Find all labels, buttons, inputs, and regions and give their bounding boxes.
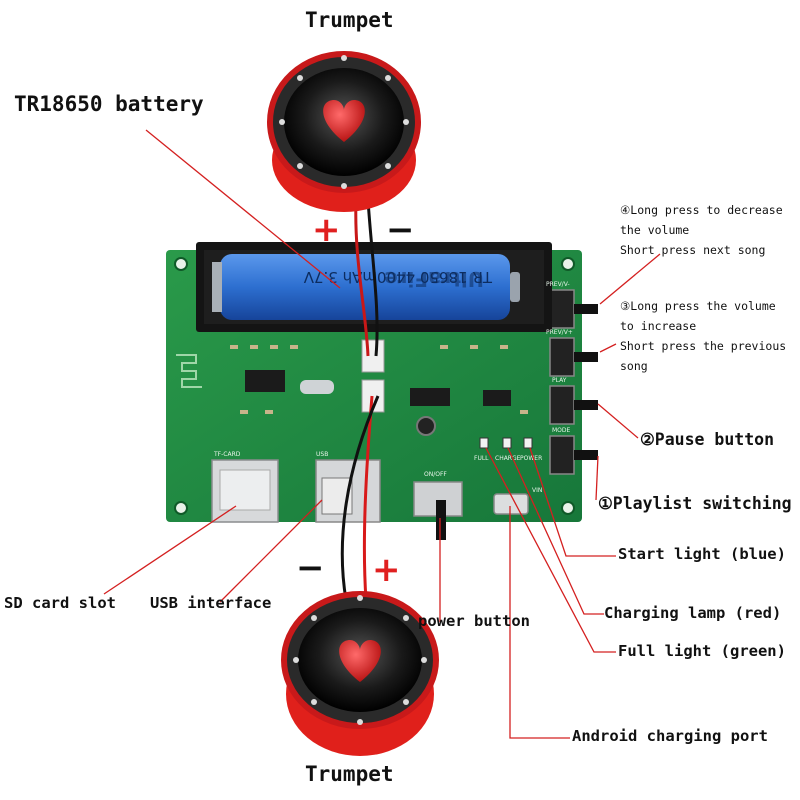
next-line-2: to increase <box>620 319 697 333</box>
prev-line-3: Short press next song <box>620 243 766 257</box>
silk-power: POWER <box>520 455 542 462</box>
minus-sign-top: − <box>386 210 415 250</box>
next-line-4: song <box>620 359 648 373</box>
silk-prev: PREV/V- <box>546 281 570 288</box>
battery-cell: TR 18650 4400mAh 3.7V UltraFire <box>212 254 520 320</box>
speaker-bottom <box>281 591 439 756</box>
start-light-label: Start light (blue) <box>618 545 786 563</box>
plus-sign-bottom: + <box>372 550 401 590</box>
usb-label: USB interface <box>150 594 272 612</box>
speaker-top <box>267 51 421 212</box>
prev-line-1: ④Long press to decrease <box>620 203 783 217</box>
prev-button-desc: ④Long press to decrease the volume Short… <box>620 200 783 260</box>
silk-vin: VIN <box>532 487 542 494</box>
next-button-desc: ③Long press the volume to increase Short… <box>620 296 786 376</box>
charging-lamp-label: Charging lamp (red) <box>604 604 782 622</box>
battery-print: TR 18650 4400mAh 3.7V <box>303 268 493 286</box>
silk-usb: USB <box>316 451 328 458</box>
sd-slot-label: SD card slot <box>4 594 116 612</box>
power-button-label: power button <box>418 612 530 630</box>
silk-full: FULL <box>474 455 489 462</box>
silk-onoff: ON/OFF <box>424 471 447 478</box>
leader-lines <box>103 129 661 739</box>
silk-next: PREV/V+ <box>546 329 573 336</box>
prev-line-2: the volume <box>620 223 690 237</box>
silk-tf: TF-CARD <box>213 451 241 458</box>
silk-charge: CHARGE <box>495 455 521 462</box>
plus-sign-top: + <box>312 210 341 250</box>
title-bottom: Trumpet <box>305 762 394 786</box>
silk-play: PLAY <box>552 377 567 384</box>
playlist-label: ①Playlist switching <box>598 494 792 513</box>
minus-sign-bottom: − <box>296 548 325 588</box>
battery-brand: UltraFire <box>384 267 484 291</box>
battery-label: TR18650 battery <box>14 92 204 116</box>
next-line-1: ③Long press the volume <box>620 299 776 313</box>
next-line-3: Short press the previous <box>620 339 787 353</box>
title-top: Trumpet <box>305 8 394 32</box>
pause-label: ②Pause button <box>640 430 774 449</box>
android-port-label: Android charging port <box>572 727 768 745</box>
full-light-label: Full light (green) <box>618 642 786 660</box>
silk-mode: MODE <box>552 427 571 434</box>
